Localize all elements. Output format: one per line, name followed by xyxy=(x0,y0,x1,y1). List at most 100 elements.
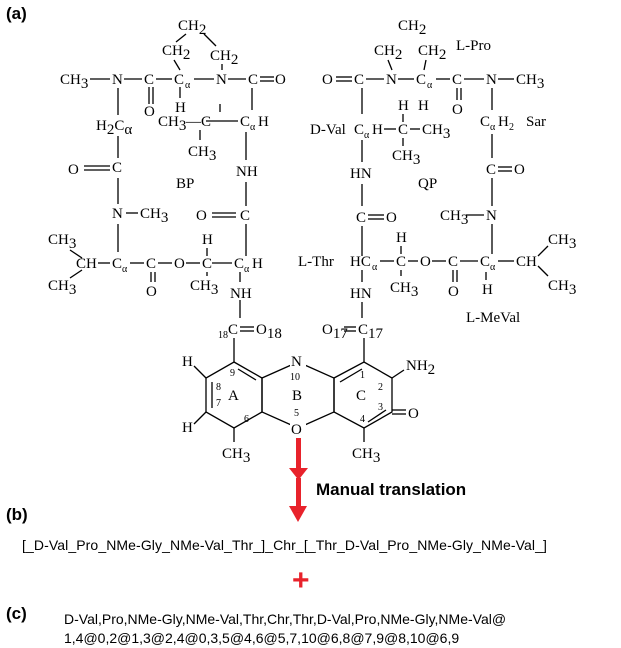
svg-text:CH: CH xyxy=(76,256,97,272)
ring-number: 8 xyxy=(216,382,221,393)
svg-text:18: 18 xyxy=(218,330,228,341)
ring-label-a: A xyxy=(228,388,239,404)
svg-text:C17: C17 xyxy=(358,322,384,342)
svg-text:C: C xyxy=(452,72,462,88)
svg-text:NH2: NH2 xyxy=(406,358,435,378)
sequence-notation: [_D-Val_Pro_NMe-Gly_NMe-Val_Thr_]_Chr_[_… xyxy=(22,537,548,553)
svg-text:CH3: CH3 xyxy=(140,206,168,226)
svg-text:H: H xyxy=(182,354,193,370)
svg-text:C: C xyxy=(240,208,250,224)
svg-text:H: H xyxy=(372,122,383,138)
ring-number: 2 xyxy=(378,382,383,393)
svg-text:C: C xyxy=(202,256,212,272)
ring-label-right: QP xyxy=(418,176,437,192)
ring-number: 9 xyxy=(230,368,235,379)
svg-text:O: O xyxy=(196,208,207,224)
svg-text:α: α xyxy=(250,122,256,133)
svg-text:N: N xyxy=(112,72,123,88)
svg-text:α: α xyxy=(244,264,250,275)
svg-text:CH3: CH3 xyxy=(422,122,450,142)
svg-text:O: O xyxy=(275,72,286,88)
svg-text:C: C xyxy=(486,162,496,178)
svg-text:CH2: CH2 xyxy=(418,43,446,63)
svg-text:H2Cα: H2Cα xyxy=(96,118,132,138)
svg-text:CH3: CH3 xyxy=(390,280,418,300)
svg-text:N: N xyxy=(112,206,123,222)
svg-text:2: 2 xyxy=(509,122,514,133)
svg-text:C: C xyxy=(112,256,122,272)
ring-label-c: C xyxy=(356,388,366,404)
ring-number: 7 xyxy=(216,398,221,409)
svg-text:CH3: CH3 xyxy=(392,148,420,168)
svg-text:CH3: CH3 xyxy=(190,278,218,298)
residue-label-pro: L-Pro xyxy=(456,38,491,54)
svg-text:CH2: CH2 xyxy=(162,43,190,63)
svg-text:O: O xyxy=(420,254,431,270)
svg-text:O17: O17 xyxy=(322,322,348,342)
svg-text:C: C xyxy=(354,122,364,138)
svg-text:C: C xyxy=(396,254,406,270)
plus-sign: + xyxy=(292,564,310,597)
svg-text:H: H xyxy=(396,230,407,246)
notation-line-1: D-Val,Pro,NMe-Gly,NMe-Val,Thr,Chr,Thr,D-… xyxy=(64,611,507,627)
connectivity-notation: D-Val,Pro,NMe-Gly,NMe-Val,Thr,Chr,Thr,D-… xyxy=(64,610,506,648)
svg-text:CH3: CH3 xyxy=(222,446,250,466)
svg-text:H: H xyxy=(398,98,409,114)
ring-number: 5 xyxy=(294,408,299,419)
chromophore: C 18 O18 O17 C17 H H CH3 CH3 NH2 O xyxy=(182,322,435,466)
svg-text:α: α xyxy=(427,80,433,91)
svg-text:CH3: CH3 xyxy=(548,278,576,298)
manual-translation-label: Manual translation xyxy=(316,480,467,499)
svg-text:H: H xyxy=(482,282,493,298)
svg-text:α: α xyxy=(490,122,496,133)
svg-text:CH2: CH2 xyxy=(210,48,238,68)
svg-text:α: α xyxy=(490,262,496,273)
svg-text:CH3: CH3 xyxy=(516,72,544,92)
svg-text:NH: NH xyxy=(236,164,258,180)
svg-text:CH2: CH2 xyxy=(374,43,402,63)
residue-label-thr: L-Thr xyxy=(298,254,334,270)
svg-text:CH3: CH3 xyxy=(48,278,76,298)
svg-text:C: C xyxy=(112,160,122,176)
svg-text:O: O xyxy=(514,162,525,178)
svg-text:C: C xyxy=(234,256,244,272)
svg-text:α: α xyxy=(364,130,370,141)
svg-text:O: O xyxy=(322,72,333,88)
svg-text:C: C xyxy=(228,322,238,338)
svg-text:O: O xyxy=(174,256,185,272)
svg-text:O: O xyxy=(291,422,302,438)
svg-text:N: N xyxy=(291,354,302,370)
ring-number: 4 xyxy=(360,414,365,425)
svg-text:—C: —C xyxy=(185,114,211,130)
svg-text:α: α xyxy=(185,80,191,91)
svg-text:O18: O18 xyxy=(256,322,282,342)
svg-text:CH3: CH3 xyxy=(440,208,468,228)
svg-text:C: C xyxy=(480,114,490,130)
panel-label-b: (b) xyxy=(6,505,28,524)
svg-text:O: O xyxy=(448,284,459,300)
residue-label-meval: L-MeVal xyxy=(466,310,520,326)
svg-text:N: N xyxy=(486,208,497,224)
svg-text:H: H xyxy=(418,98,429,114)
svg-text:CH3: CH3 xyxy=(548,232,576,252)
svg-text:C: C xyxy=(248,72,258,88)
svg-text:N: N xyxy=(386,72,397,88)
svg-text:α: α xyxy=(122,264,128,275)
svg-text:C: C xyxy=(174,72,184,88)
svg-text:O: O xyxy=(452,102,463,118)
svg-text:O: O xyxy=(68,162,79,178)
svg-text:C: C xyxy=(416,72,426,88)
translation-arrow xyxy=(289,438,308,480)
svg-text:NH: NH xyxy=(230,286,252,302)
svg-text:CH2: CH2 xyxy=(178,18,206,38)
svg-text:CH3: CH3 xyxy=(352,446,380,466)
panel-label-a: (a) xyxy=(6,4,27,23)
svg-text:CH3: CH3 xyxy=(158,114,186,134)
svg-text:CH3: CH3 xyxy=(188,144,216,164)
ring-number: 6 xyxy=(244,414,249,425)
svg-text:C: C xyxy=(240,114,250,130)
svg-text:C: C xyxy=(146,256,156,272)
